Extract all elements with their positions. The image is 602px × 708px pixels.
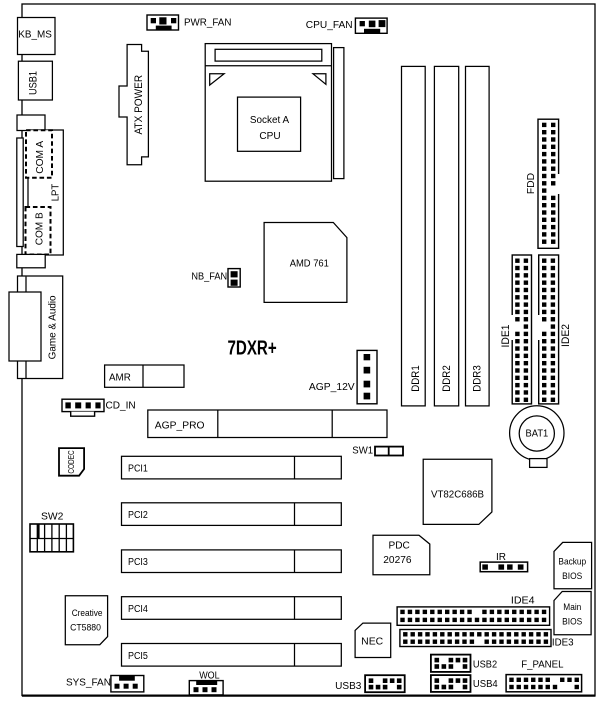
svg-text:IR: IR <box>496 552 506 563</box>
svg-text:CT5880: CT5880 <box>70 622 101 632</box>
svg-text:VT82C686B: VT82C686B <box>431 490 484 501</box>
svg-text:USB2: USB2 <box>473 659 498 670</box>
svg-text:F_PANEL: F_PANEL <box>521 659 564 670</box>
svg-text:BIOS: BIOS <box>562 571 582 582</box>
svg-text:Main: Main <box>563 602 581 613</box>
svg-text:AGP_PRO: AGP_PRO <box>155 421 205 432</box>
svg-text:COM B: COM B <box>35 212 46 245</box>
svg-text:AGP_12V: AGP_12V <box>309 382 355 393</box>
svg-text:CODEC: CODEC <box>66 450 76 473</box>
svg-text:CPU: CPU <box>259 131 280 142</box>
svg-text:AMD 761: AMD 761 <box>290 259 330 270</box>
svg-text:PCI3: PCI3 <box>128 557 148 568</box>
svg-text:CD_IN: CD_IN <box>106 400 136 411</box>
svg-text:BIOS: BIOS <box>562 617 582 628</box>
svg-text:LPT: LPT <box>50 183 62 201</box>
svg-text:IDE4: IDE4 <box>511 596 535 607</box>
svg-text:COM A: COM A <box>35 140 46 173</box>
svg-text:IDE3: IDE3 <box>552 637 574 648</box>
svg-text:Creative: Creative <box>72 608 103 618</box>
svg-text:Backup: Backup <box>558 556 586 567</box>
svg-text:BAT1: BAT1 <box>526 429 549 440</box>
svg-text:PDC: PDC <box>389 540 410 551</box>
svg-text:PCI5: PCI5 <box>128 651 148 662</box>
svg-text:DDR2: DDR2 <box>441 365 453 392</box>
svg-text:IDE1: IDE1 <box>500 325 512 348</box>
svg-text:IDE2: IDE2 <box>560 324 572 347</box>
svg-text:SW2: SW2 <box>41 512 64 523</box>
svg-text:SYS_FAN: SYS_FAN <box>66 678 111 689</box>
svg-text:AMR: AMR <box>109 373 131 384</box>
svg-text:PWR_FAN: PWR_FAN <box>184 17 231 28</box>
svg-text:20276: 20276 <box>383 555 412 566</box>
svg-text:SW1: SW1 <box>352 446 373 457</box>
svg-text:KB_MS: KB_MS <box>18 29 52 40</box>
svg-text:DDR1: DDR1 <box>410 365 422 392</box>
svg-text:USB3: USB3 <box>335 681 362 692</box>
svg-text:NB_FAN: NB_FAN <box>191 271 227 282</box>
svg-text:USB1: USB1 <box>28 71 40 95</box>
svg-text:Game & Audio: Game & Audio <box>46 295 58 359</box>
svg-text:PCI1: PCI1 <box>128 464 148 475</box>
svg-text:7DXR+: 7DXR+ <box>228 336 277 359</box>
svg-text:ATX POWER: ATX POWER <box>133 75 145 135</box>
svg-text:PCI2: PCI2 <box>128 510 148 521</box>
svg-text:Socket A: Socket A <box>250 115 290 126</box>
svg-text:DDR3: DDR3 <box>471 365 483 392</box>
svg-text:PCI4: PCI4 <box>128 604 148 615</box>
svg-text:WOL: WOL <box>199 670 220 681</box>
svg-text:USB4: USB4 <box>473 679 498 690</box>
svg-text:NEC: NEC <box>361 637 383 648</box>
svg-text:CPU_FAN: CPU_FAN <box>306 20 353 31</box>
svg-text:FDD: FDD <box>526 173 537 194</box>
